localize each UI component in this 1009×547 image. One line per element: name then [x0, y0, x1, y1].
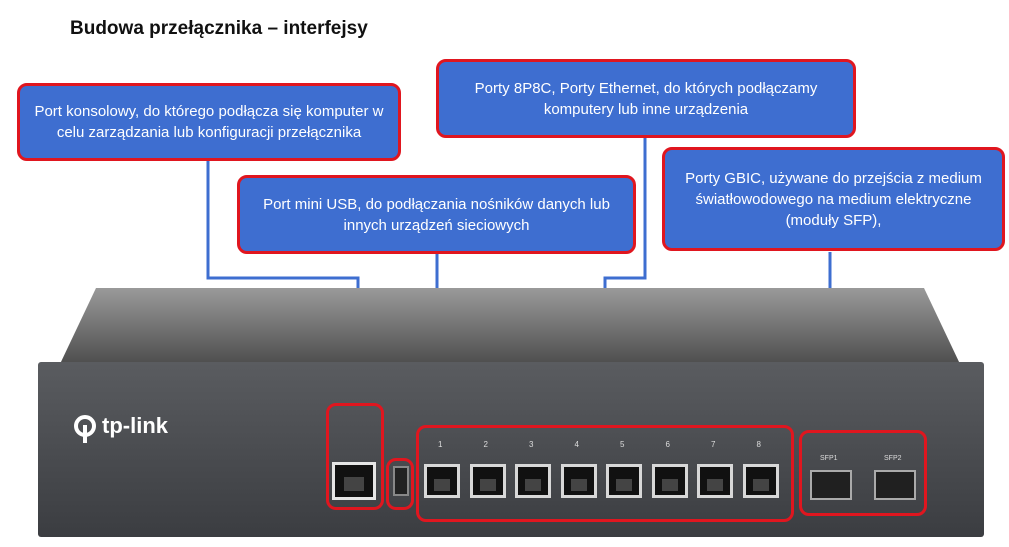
brand-name: tp-link [102, 413, 168, 438]
sfp-label-1: SFP1 [820, 455, 838, 462]
switch-top-panel [60, 288, 960, 364]
port-number: 8 [756, 440, 761, 449]
callout-ethernet: Porty 8P8C, Porty Ethernet, do których p… [436, 59, 856, 138]
callout-console-text: Port konsolowy, do którego podłącza się … [34, 103, 384, 141]
switch-front-panel [38, 362, 984, 537]
tp-link-logo-icon [74, 415, 96, 443]
console-port [332, 462, 376, 500]
ethernet-port [560, 464, 597, 498]
callout-ethernet-text: Porty 8P8C, Porty Ethernet, do których p… [474, 79, 818, 118]
callout-console: Port konsolowy, do którego podłącza się … [17, 83, 401, 161]
highlight-usb [386, 458, 414, 510]
port-number: 7 [711, 440, 716, 449]
slide-title: Budowa przełącznika – interfejsy [70, 18, 368, 39]
port-number: 4 [574, 440, 579, 449]
highlight-ethernet [416, 425, 794, 522]
highlight-console [326, 403, 384, 510]
callout-gbic-text: Porty GBIC, używane do przejścia z mediu… [685, 169, 982, 229]
callout-usb-text: Port mini USB, do podłączania nośników d… [263, 195, 610, 234]
ethernet-port [606, 464, 642, 498]
port-number: 3 [529, 440, 534, 449]
port-number: 2 [483, 440, 488, 449]
ethernet-port [515, 464, 551, 498]
ethernet-port [742, 464, 779, 498]
sfp-port-2 [874, 470, 916, 500]
highlight-sfp [799, 430, 927, 516]
brand-logo: tp-link [74, 413, 168, 443]
usb-port [393, 466, 409, 496]
port-number: 1 [438, 440, 443, 449]
ethernet-port [697, 464, 733, 498]
port-number: 5 [620, 440, 625, 449]
callout-usb: Port mini USB, do podłączania nośników d… [237, 175, 636, 254]
callout-gbic: Porty GBIC, używane do przejścia z mediu… [662, 147, 1005, 251]
sfp-port-1 [810, 470, 852, 500]
ethernet-port [424, 464, 460, 498]
ethernet-port [651, 464, 688, 498]
sfp-label-2: SFP2 [884, 455, 902, 462]
port-number: 6 [665, 440, 670, 449]
ethernet-port [469, 464, 506, 498]
